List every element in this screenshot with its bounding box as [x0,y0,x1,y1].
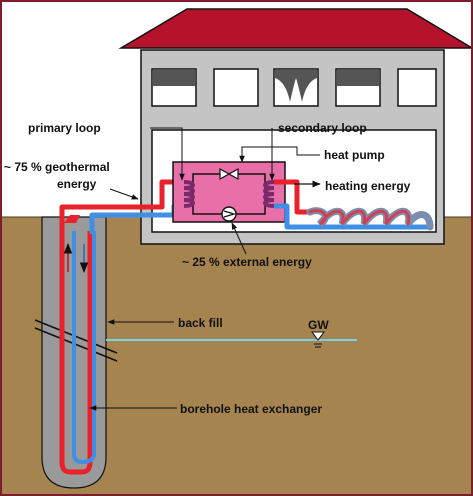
heat-pump-label: heat pump [324,148,385,162]
gw-label: GW [308,318,329,332]
back-fill-label: back fill [178,316,223,330]
secondary-loop-label: secondary loop [278,121,367,135]
window-3 [273,68,319,107]
expansion-valve-icon [219,167,239,181]
window-1 [151,68,197,107]
window-4 [335,68,381,107]
external-energy-arrow [231,222,247,255]
external-energy-label: ~ 25 % external energy [182,255,312,269]
borehole-heat-exchanger-label: borehole heat exchanger [180,402,322,416]
primary-loop-label: primary loop [28,121,101,135]
geothermal-energy-label-2: energy [57,177,97,191]
floor-heating-coil-hot [308,209,411,226]
geothermal-arrow [109,188,139,200]
secondary-loop-hot [274,179,310,215]
heating-energy-label: heating energy [325,179,411,193]
secondary-loop-cold [274,203,430,230]
groundwater-symbol [311,331,325,348]
condenser-coil [263,180,275,208]
compressor-icon [221,206,237,222]
primary-loop-hot [59,179,184,234]
window-2 [213,68,259,107]
geothermal-energy-label-1: ~ 75 % geothermal [4,160,110,174]
house-roof [118,8,471,49]
heat-pump-leader [239,146,320,163]
window-5 [397,68,437,107]
primary-loop-leader [150,127,185,181]
borehole-pipes [59,215,96,475]
evaporator-coil [183,180,195,208]
